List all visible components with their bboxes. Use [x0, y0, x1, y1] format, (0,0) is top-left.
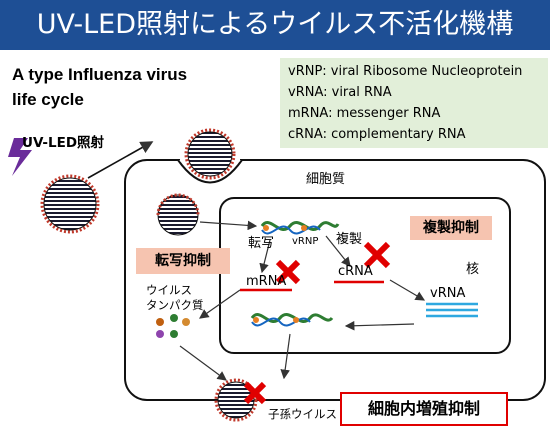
legend-item-vrna: vRNA: viral RNA [288, 85, 392, 100]
vrnp-label: vRNP [292, 236, 319, 247]
virus-particle-entry [184, 128, 236, 180]
intracellular-proliferation-inhibition-box: 細胞内増殖抑制 [340, 392, 508, 426]
vrna-label: vRNA [430, 286, 466, 301]
virus-particle-endosome [156, 193, 200, 236]
replication-inhibition-box: 複製抑制 [410, 216, 492, 240]
vrnp-complex-bottom [250, 313, 334, 327]
transcription-inhibition-box: 転写抑制 [136, 248, 230, 274]
vrna-strands [426, 302, 478, 318]
arrow-endosome-to-vrnp [199, 220, 258, 231]
crna-label: cRNA [338, 264, 373, 279]
viral-protein-label-line-1: ウイルス [146, 283, 192, 297]
legend-item-crna: cRNA: complementary RNA [288, 127, 466, 142]
arrow-vrnp-to-crna [325, 235, 351, 267]
transcription-label: 転写 [248, 236, 275, 251]
abbreviation-legend: vRNP: viral Ribosome Nucleoprotein vRNA:… [280, 58, 548, 148]
vrnp-complex-top [260, 221, 340, 235]
progeny-virus-label: 子孫ウイルス [268, 407, 337, 421]
subtitle-line-1: A type Influenza virus [12, 65, 188, 84]
legend-item-vrnp: vRNP: viral Ribosome Nucleoprotein [288, 64, 523, 79]
arrow-crna-to-vrna [389, 279, 426, 301]
legend-item-mrna: mRNA: messenger RNA [288, 106, 441, 121]
progeny-virus-particle [214, 378, 258, 422]
arrow-mrna-to-protein [199, 289, 241, 319]
arrow-vrnp-to-progeny [280, 333, 291, 380]
cross-icon-mrna [275, 259, 301, 285]
arrow-vrnp-to-mrna [259, 239, 271, 274]
nucleus-label: 核 [466, 262, 480, 277]
cytoplasm-label: 細胞質 [306, 172, 346, 187]
entry-arrow [87, 141, 154, 179]
subtitle: A type Influenza virus life cycle [12, 62, 272, 112]
viral-protein-label-line-2: タンパク質 [146, 298, 204, 312]
title-bar [0, 0, 550, 50]
uv-irradiation-label: UV-LED照射 [22, 135, 105, 151]
replication-label: 複製 [336, 232, 363, 247]
arrow-protein-to-progeny [179, 345, 227, 381]
cross-icon-progeny [243, 381, 267, 405]
viral-protein-icons [156, 314, 190, 338]
mrna-label: mRNA [246, 274, 287, 289]
cross-icon-crna [363, 241, 391, 269]
virus-particle-irradiated [40, 174, 100, 234]
page-title: UV-LED照射によるウイルス不活化機構 [36, 9, 514, 40]
uv-lightning-icon [8, 138, 32, 176]
subtitle-line-2: life cycle [12, 90, 84, 109]
arrow-vrna-to-vrnp [344, 320, 415, 331]
